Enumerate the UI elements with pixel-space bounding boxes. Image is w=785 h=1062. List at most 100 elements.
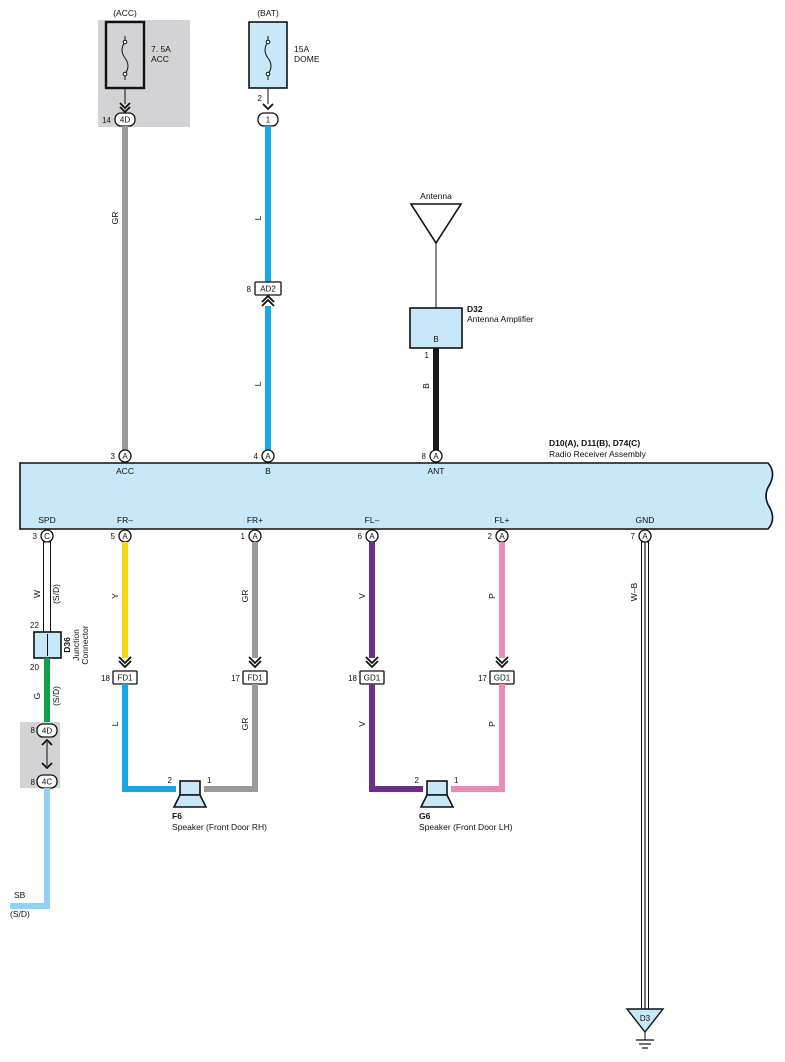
radio-term-ant: ANT [428, 466, 445, 476]
junction-connector-name-2: Connector [80, 625, 90, 664]
svg-text:A: A [122, 532, 128, 541]
svg-text:8: 8 [31, 778, 36, 787]
antenna-amp-id: D32 [467, 304, 483, 314]
radio-term-fl-minus: FL– [365, 515, 380, 525]
gd1-connector-fl-minus: 18 GD1 [348, 656, 385, 685]
speaker-lh-name: Speaker (Front Door LH) [419, 822, 513, 832]
wire-code-spd-mid: G [32, 693, 42, 700]
svg-text:4C: 4C [42, 778, 52, 787]
svg-text:1: 1 [241, 532, 246, 541]
svg-text:17: 17 [231, 674, 240, 683]
svg-text:2: 2 [415, 776, 420, 785]
svg-text:1: 1 [207, 776, 212, 785]
svg-text:A: A [642, 532, 648, 541]
fd1-chevron-icon-a [118, 656, 132, 665]
svg-text:8: 8 [31, 726, 36, 735]
speaker-lh-icon [426, 780, 448, 796]
svg-text:A: A [265, 452, 271, 461]
svg-text:8: 8 [422, 452, 427, 461]
acc-connector-pin: 14 [102, 116, 111, 125]
speaker-rh-id: F6 [172, 811, 182, 821]
radio-name: Radio Receiver Assembly [549, 449, 647, 459]
radio-ids: D10(A), D11(B), D74(C) [549, 438, 640, 448]
radio-term-spd: SPD [38, 515, 55, 525]
radio-bottom-pin-spd: SPD 3 C [33, 515, 56, 543]
wire-code-fl-plus-upper: P [487, 593, 497, 599]
antenna-amp-terminal: B [433, 335, 438, 344]
speaker-lh-id: G6 [419, 811, 431, 821]
svg-text:22: 22 [30, 621, 39, 630]
svg-text:2: 2 [168, 776, 173, 785]
svg-text:AD2: AD2 [260, 285, 276, 294]
wire-code-fl-minus-lower: V [357, 721, 367, 727]
ground-symbol-icon [636, 1039, 654, 1049]
wire-code-fr-minus-upper: Y [110, 593, 120, 599]
speaker-rh-name: Speaker (Front Door RH) [172, 822, 267, 832]
acc-chevron-icon [119, 102, 131, 110]
svg-text:C: C [44, 532, 50, 541]
svg-text:5: 5 [111, 532, 116, 541]
junction-connector-id: D36 [62, 637, 72, 653]
bat-fuse-amps: 15A [294, 44, 309, 54]
acc-fuse-icon [121, 36, 129, 80]
svg-text:17: 17 [478, 674, 487, 683]
wire-code-fr-minus-lower: L [110, 721, 120, 726]
wire-fr-minus-blue-lower [122, 684, 176, 792]
fd1-connector-fr-minus: 18 FD1 [101, 656, 138, 685]
wire-code-bat-lower: L [253, 381, 263, 386]
antenna-amp-pin: 1 [425, 351, 430, 360]
spd-connector-4d [36, 723, 58, 738]
radio-term-fl-plus: FL+ [495, 515, 510, 525]
fd1-chevron-icon-b [248, 656, 262, 665]
svg-text:3: 3 [33, 532, 38, 541]
wire-code-fl-plus-lower: P [487, 721, 497, 727]
radio-top-pin-ant: 8 A ANT [422, 449, 445, 476]
wire-code-acc: GR [110, 212, 120, 225]
svg-text:1: 1 [454, 776, 459, 785]
radio-bottom-pin-fl-plus: FL+ 2 A [488, 515, 510, 543]
ground-point-d3: D3 [625, 1008, 665, 1049]
bat-source-label: (BAT) [257, 8, 279, 18]
antenna-icon [409, 203, 463, 245]
ad2-connector: 8 AD2 [247, 281, 282, 307]
wire-code-ant: B [421, 383, 431, 389]
wire-fr-plus-gray-lower [204, 684, 258, 792]
spd-junction-block: 8 4D 8 4C [20, 722, 60, 789]
speaker-rh-icon [179, 780, 201, 796]
gd1-chevron-icon-b [495, 656, 509, 665]
speaker-front-door-rh: 2 1 F6 Speaker (Front Door RH) [168, 776, 268, 832]
wire-code-bat-upper: L [253, 215, 263, 220]
radio-body [19, 462, 774, 530]
fd1-connector-fr-plus: 17 FD1 [231, 656, 268, 685]
svg-text:4D: 4D [42, 727, 52, 736]
bat-chevron-icon [262, 103, 274, 111]
junction-connector-d36: 22 20 D36 Junction Connector [30, 621, 90, 672]
svg-text:6: 6 [358, 532, 363, 541]
spd-chevron-down-icon [41, 762, 53, 770]
wire-code-spd-upper: W [32, 590, 42, 598]
svg-text:18: 18 [101, 674, 110, 683]
radio-bottom-pin-fr-plus: FR+ 1 A [241, 515, 263, 543]
svg-text:20: 20 [30, 663, 39, 672]
svg-text:2: 2 [488, 532, 493, 541]
wire-code-fr-plus-upper: GR [240, 590, 250, 603]
svg-text:GD1: GD1 [494, 674, 511, 683]
radio-receiver-assembly: D10(A), D11(B), D74(C) Radio Receiver As… [19, 438, 774, 543]
gd1-chevron-icon-a [365, 656, 379, 665]
ground-point-label: D3 [640, 1014, 651, 1023]
radio-term-gnd: GND [636, 515, 655, 525]
svg-text:FD1: FD1 [247, 674, 263, 683]
wire-code-fr-plus-lower: GR [240, 718, 250, 731]
sb-label: SB [14, 890, 26, 900]
antenna-group: Antenna B D32 Antenna Amplifier 1 [409, 191, 534, 360]
svg-text:1: 1 [266, 116, 271, 125]
svg-text:4D: 4D [120, 116, 130, 125]
bat-fuse-group: (BAT) 15A DOME 2 1 [248, 8, 320, 127]
radio-top-pin-b: 4 A B [254, 449, 275, 476]
svg-text:7: 7 [631, 532, 636, 541]
ground-triangle-icon [625, 1008, 665, 1034]
radio-term-fr-minus: FR– [117, 515, 133, 525]
antenna-amplifier-box [409, 307, 463, 349]
svg-text:A: A [433, 452, 439, 461]
antenna-label: Antenna [420, 191, 452, 201]
